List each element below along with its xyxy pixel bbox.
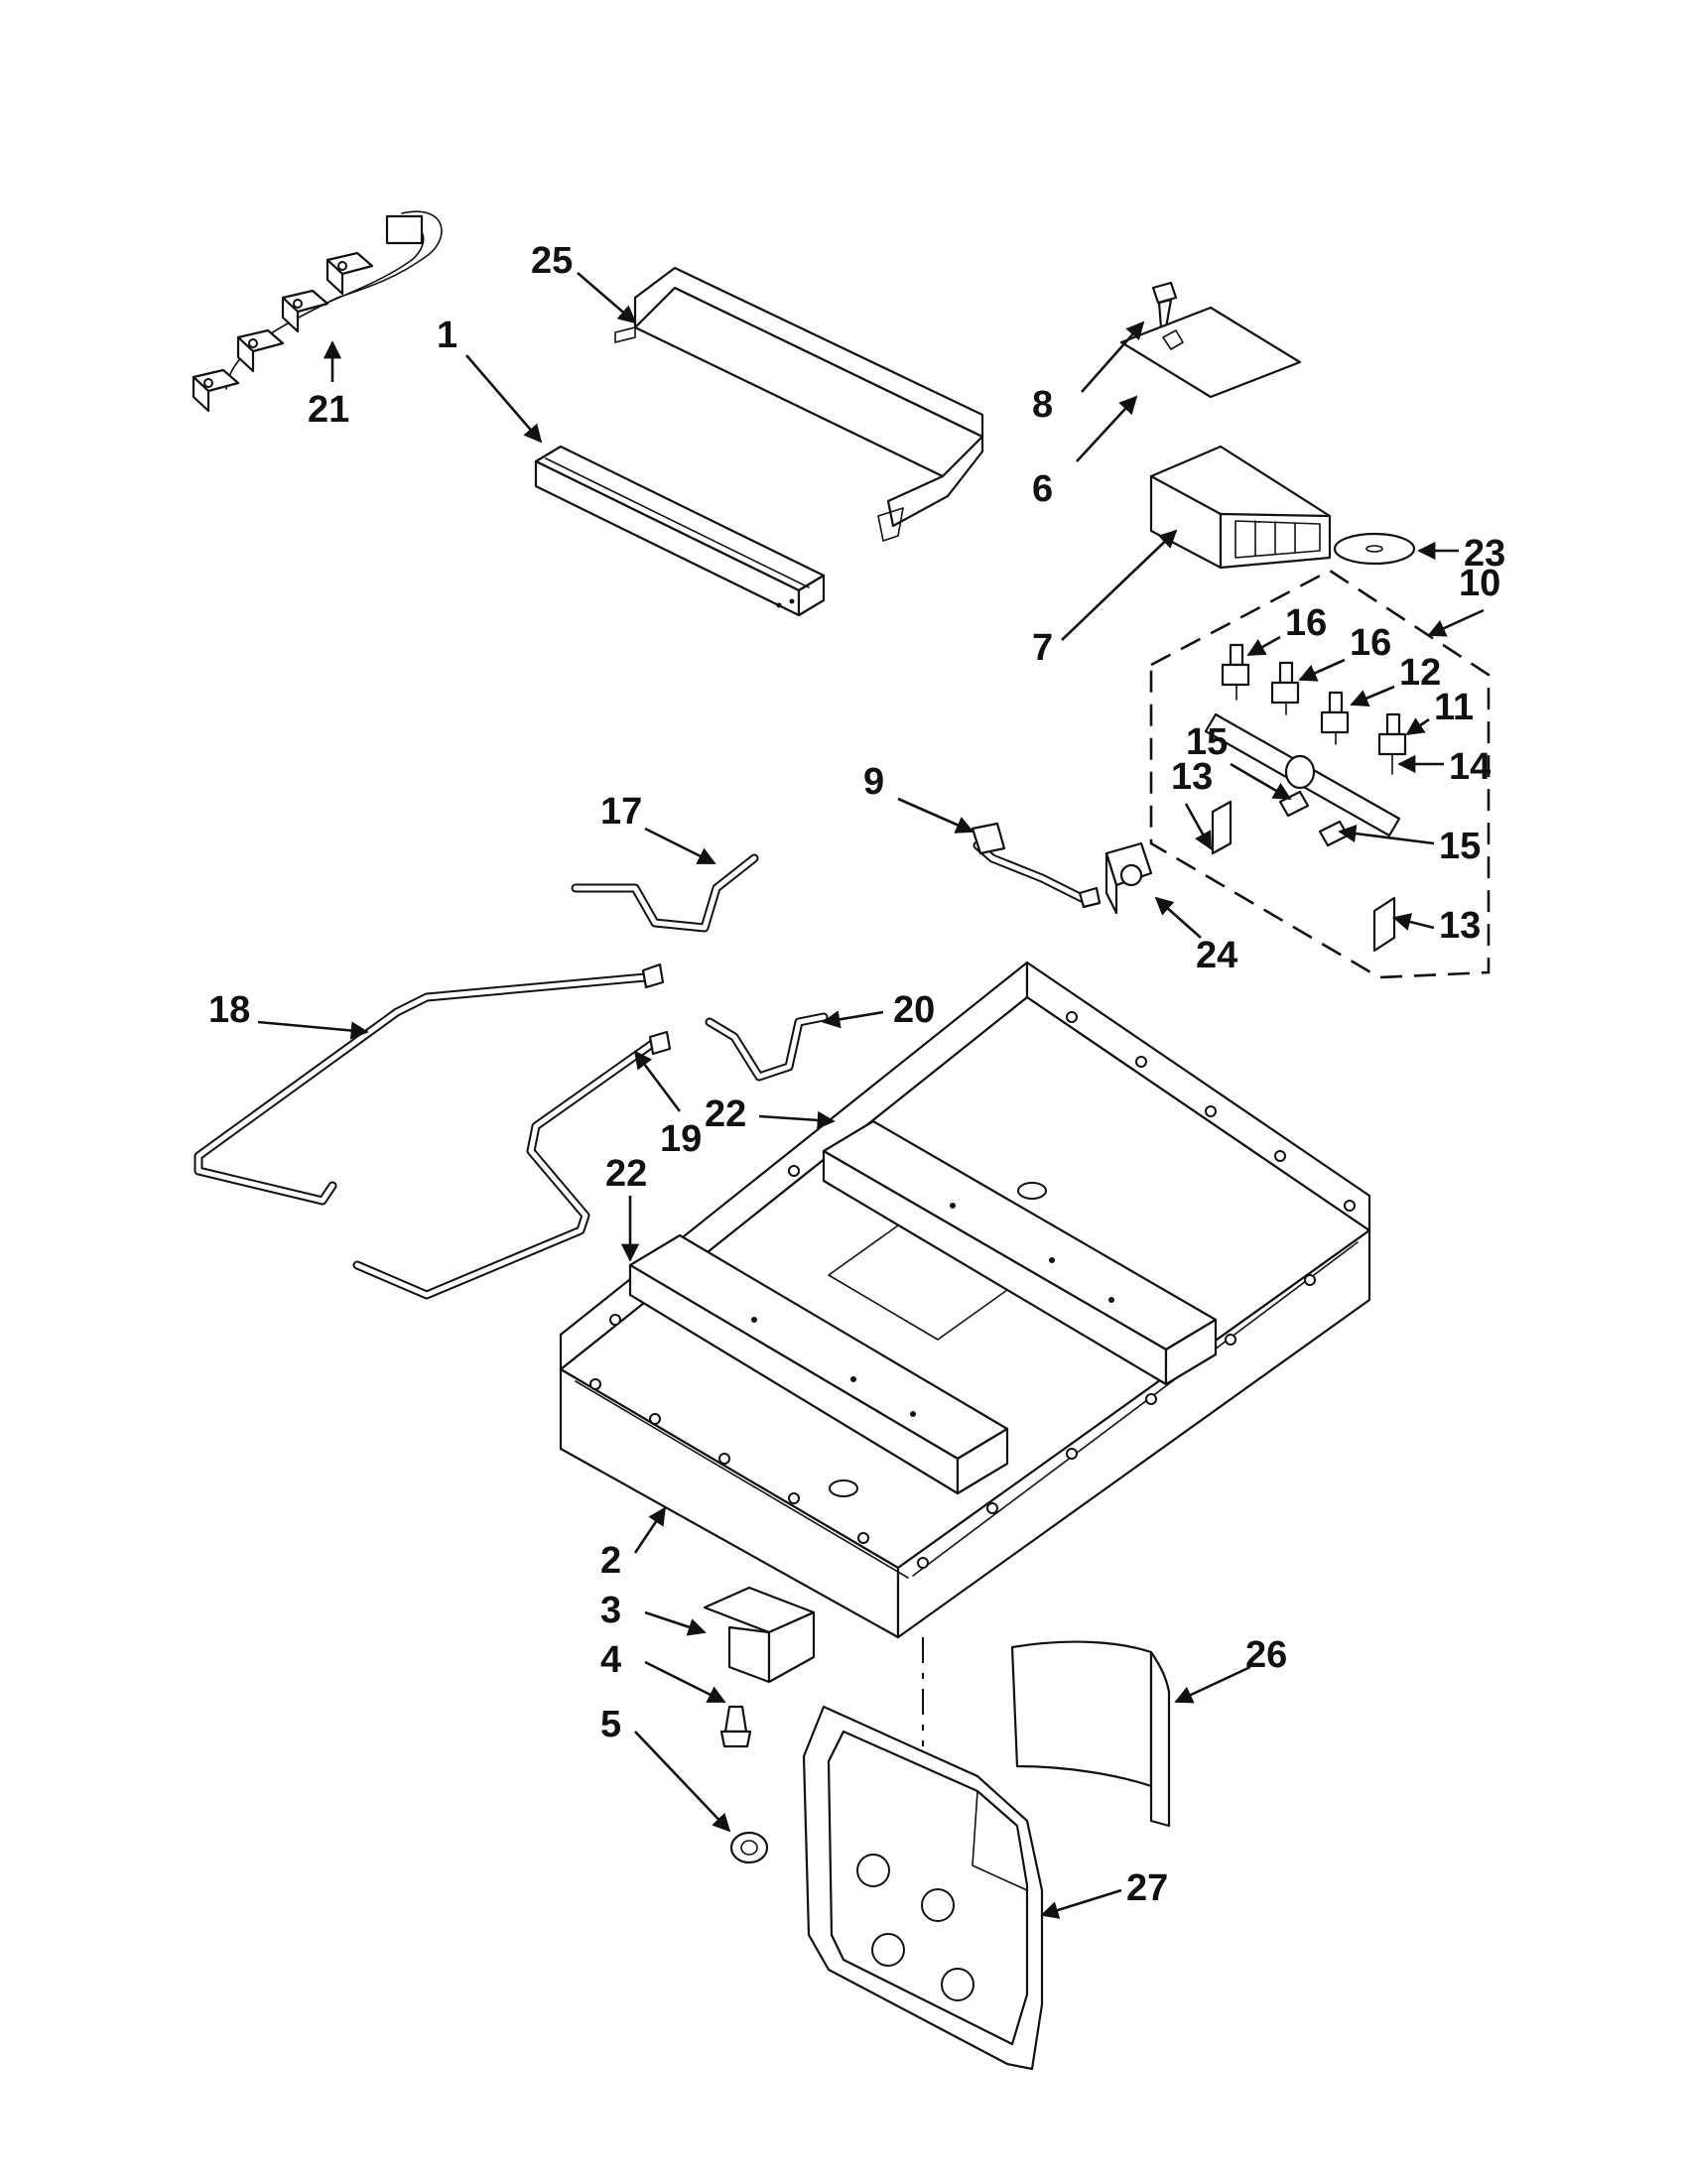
- part-19-gas-tube[interactable]: [352, 1030, 672, 1300]
- callout-13b: 13: [1439, 905, 1481, 947]
- valve-16a[interactable]: [1221, 643, 1250, 701]
- part-5-grommet[interactable]: [729, 1831, 769, 1864]
- callout-8: 8: [1032, 384, 1053, 426]
- callout-9: 9: [863, 761, 884, 803]
- callout-12: 12: [1399, 652, 1441, 694]
- callout-13a: 13: [1171, 756, 1213, 798]
- callout-5: 5: [600, 1704, 621, 1745]
- valve-12[interactable]: [1320, 691, 1350, 745]
- part-10-valve-manifold-group[interactable]: [1149, 569, 1491, 979]
- callout-15b: 15: [1439, 826, 1481, 867]
- callout-23: 23: [1464, 533, 1505, 575]
- callout-24: 24: [1196, 935, 1237, 976]
- bracket-13a[interactable]: [1211, 800, 1233, 855]
- clip-15b[interactable]: [1318, 820, 1350, 847]
- part-3-bracket[interactable]: [703, 1586, 816, 1684]
- part-24-pressure-regulator[interactable]: [1104, 841, 1153, 915]
- leader-arrows: [257, 272, 1485, 1919]
- part-25-heat-shield[interactable]: [614, 266, 984, 542]
- part-23-washer[interactable]: [1333, 532, 1416, 566]
- callout-16b: 16: [1350, 622, 1391, 664]
- part-1-front-rail[interactable]: [534, 445, 826, 617]
- part-21-ignition-harness[interactable]: [192, 210, 443, 413]
- callout-15a: 15: [1186, 721, 1228, 763]
- callout-11: 11: [1434, 687, 1474, 728]
- callout-21: 21: [308, 389, 349, 431]
- callout-22b: 22: [605, 1153, 647, 1195]
- callout-10: 10: [1459, 563, 1500, 604]
- callout-labels: 21 25 1 8 6 7 23 10 16 16 12 11 14 15 13…: [208, 240, 1505, 1909]
- part-4-screw[interactable]: [719, 1705, 752, 1748]
- callout-1: 1: [437, 315, 457, 356]
- callout-18: 18: [208, 989, 250, 1031]
- callout-7: 7: [1032, 627, 1053, 669]
- callout-16a: 16: [1285, 602, 1327, 644]
- part-7-control-module[interactable]: [1149, 445, 1332, 570]
- callout-26: 26: [1245, 1634, 1287, 1676]
- callout-22a: 22: [705, 1093, 746, 1135]
- bracket-13b[interactable]: [1372, 896, 1396, 953]
- valve-11[interactable]: [1377, 712, 1407, 775]
- callout-4: 4: [600, 1639, 621, 1681]
- part-18-gas-tube[interactable]: [194, 963, 665, 1206]
- valve-16b[interactable]: [1270, 661, 1300, 715]
- callout-3: 3: [600, 1590, 621, 1631]
- clip-15a[interactable]: [1278, 790, 1310, 818]
- callout-14: 14: [1449, 746, 1491, 788]
- part-8-screw[interactable]: [1151, 281, 1178, 329]
- part-17-gas-tube[interactable]: [571, 853, 759, 933]
- part-22-crossmember-left[interactable]: [628, 1233, 1009, 1495]
- part-26-shield-plate[interactable]: [1010, 1640, 1171, 1828]
- callout-27: 27: [1126, 1867, 1168, 1909]
- callout-6: 6: [1032, 468, 1053, 510]
- callout-20: 20: [893, 989, 935, 1031]
- callout-25: 25: [531, 240, 573, 282]
- part-27-burner-cover[interactable]: [802, 1705, 1044, 2071]
- part-22-crossmember-right[interactable]: [822, 1119, 1218, 1386]
- callout-2: 2: [600, 1540, 621, 1582]
- part-9-regulator-tube[interactable]: [971, 822, 1102, 909]
- part-2-base-pan[interactable]: [559, 961, 1371, 1639]
- part-6-cover-plate[interactable]: [1119, 306, 1302, 399]
- part-20-gas-tube[interactable]: [705, 1012, 829, 1082]
- callout-17: 17: [600, 791, 642, 833]
- callout-19: 19: [660, 1118, 702, 1160]
